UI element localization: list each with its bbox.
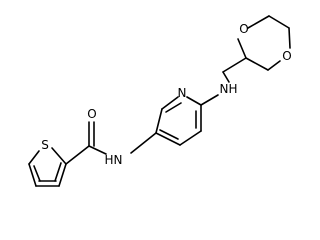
bond-py-c4-n1 bbox=[161, 96, 179, 110]
bond-py-double-1 bbox=[165, 102, 182, 113]
structure-canvas: S O N H N N H O O bbox=[28, 15, 292, 187]
bond-py-double-3 bbox=[159, 129, 179, 140]
bond-c2-c3 bbox=[58, 163, 67, 187]
bond-c4-c5 bbox=[28, 163, 37, 187]
bond-c5-s bbox=[28, 150, 40, 165]
bond-amine-methylene bbox=[222, 71, 230, 83]
bond-dx-c2-o1 bbox=[237, 38, 247, 59]
thiophene-ring bbox=[28, 147, 67, 187]
bond-dx-o1-c6 bbox=[247, 15, 270, 29]
carbonyl-oxygen-label: O bbox=[87, 107, 96, 121]
bond-c4-c5-double bbox=[33, 165, 41, 182]
amine-linker bbox=[200, 57, 247, 106]
sulfur-atom-label: S bbox=[41, 138, 49, 152]
dioxane-oxygen-top-label: O bbox=[239, 22, 248, 36]
bond-dx-o4-c3 bbox=[267, 60, 281, 71]
bond-nitrogen-pyridine bbox=[130, 132, 157, 154]
amide-nitrogen-label: N bbox=[114, 153, 123, 167]
bond-py-c3-c4b bbox=[179, 130, 202, 146]
amine-nitrogen-label: N bbox=[220, 82, 229, 96]
dioxane-ring bbox=[237, 15, 291, 71]
dioxane-oxygen-bottom-label: O bbox=[282, 49, 291, 63]
amine-hydrogen-label: H bbox=[228, 82, 237, 96]
bond-dx-c3-c2 bbox=[245, 57, 269, 71]
bond-py-c5-c4 bbox=[155, 108, 163, 134]
bond-thiophene-carbonyl bbox=[65, 145, 90, 165]
amide-hydrogen-label: H bbox=[104, 153, 113, 167]
amide-group bbox=[65, 121, 157, 165]
bond-dx-c5-o4 bbox=[288, 27, 291, 49]
bond-methylene-dioxane bbox=[222, 57, 247, 73]
molecule-diagram: S O N H N N H O O bbox=[28, 15, 292, 187]
bond-carbonyl-nitrogen bbox=[88, 145, 107, 155]
bond-s-c2 bbox=[51, 147, 67, 165]
bond-py-n1-c2 bbox=[186, 96, 202, 106]
bond-pyridine-amine bbox=[200, 94, 219, 106]
bond-py-c4b-c5 bbox=[155, 132, 181, 146]
pyridine-ring bbox=[155, 96, 202, 146]
pyridine-nitrogen-label: N bbox=[178, 86, 187, 100]
bond-dx-c6-c5 bbox=[268, 15, 290, 29]
bond-c2-c3-double bbox=[54, 162, 62, 182]
